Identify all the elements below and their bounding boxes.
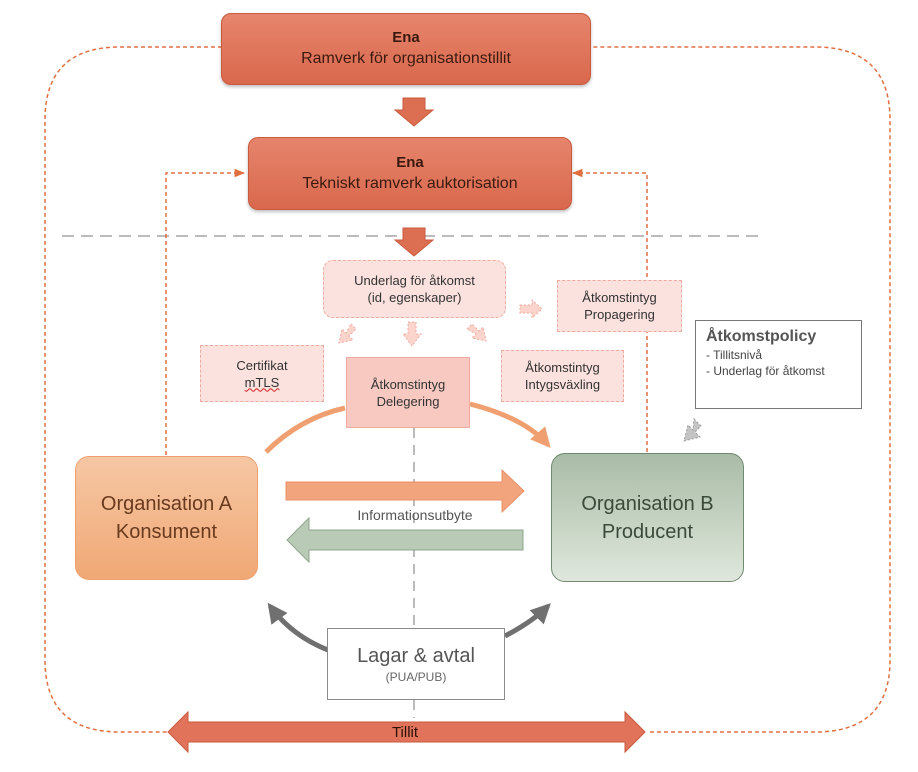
organisation-b-name: Organisation B — [581, 492, 714, 515]
info-arrow-right — [285, 468, 525, 514]
laws-agreements-box: Lagar & avtal (PUA/PUB) — [327, 628, 505, 700]
lower-arc-left — [267, 602, 329, 653]
tech-framework-subtitle: Tekniskt ramverk auktorisation — [302, 174, 518, 192]
organisation-b-box: Organisation B Producent — [551, 453, 744, 582]
certificate-box: Certifikat mTLS — [200, 345, 324, 402]
trust-framework-box: Ena Ramverk för organisationstillit — [221, 13, 591, 85]
tillit-arrow — [167, 710, 646, 754]
certificate-line1: Certifikat — [236, 357, 288, 373]
arrow-to-delegering — [402, 321, 422, 347]
delegation-box: Åtkomstintyg Delegering — [346, 357, 470, 428]
upper-arc — [264, 405, 346, 454]
access-policy-item: - Tillitsnivå — [706, 348, 763, 362]
down-arrow-top — [393, 97, 435, 127]
propagation-line2: Propagering — [584, 307, 655, 322]
information-exchange-label: Informationsutbyte — [357, 507, 473, 523]
access-basis-line1: Underlag för åtkomst — [354, 273, 475, 288]
policy-arrow — [683, 417, 702, 442]
laws-agreements-subtitle: (PUA/PUB) — [385, 670, 447, 684]
token-exchange-box: Åtkomstintyg Intygsväxling — [501, 350, 624, 402]
token-exchange-line1: Åtkomstintyg — [525, 360, 600, 375]
down-arrow-separator — [393, 227, 435, 257]
feedback-connector-right — [571, 168, 648, 452]
upper-arc-right — [469, 401, 551, 449]
propagation-line1: Åtkomstintyg — [582, 290, 657, 305]
organisation-a-name: Organisation A — [100, 493, 233, 515]
access-policy-title: Åtkomstpolicy — [706, 328, 817, 345]
access-basis-line2: (id, egenskaper) — [367, 290, 462, 305]
feedback-connector-left — [165, 168, 246, 455]
organisation-b-role: Producent — [601, 520, 694, 543]
delegation-line1: Åtkomstintyg — [370, 376, 446, 392]
organisation-a-role: Konsument — [115, 521, 218, 543]
token-exchange-line2: Intygsväxling — [524, 377, 601, 392]
propagation-box: Åtkomstintyg Propagering — [557, 280, 682, 332]
tech-framework-box: Ena Tekniskt ramverk auktorisation — [248, 137, 572, 210]
tech-framework-title: Ena — [396, 153, 424, 171]
delegation-line2: Delegering — [376, 393, 440, 409]
trust-framework-subtitle: Ramverk för organisationstillit — [301, 50, 511, 67]
organisation-a-box: Organisation A Konsument — [75, 456, 258, 580]
access-policy-box: Åtkomstpolicy - Tillitsnivå - Underlag f… — [695, 320, 862, 409]
outer-trust-loop — [44, 46, 891, 733]
access-policy-item: - Underlag för åtkomst — [706, 364, 825, 378]
arrow-to-certifikat — [338, 323, 357, 344]
certificate-line2: mTLS — [244, 374, 280, 390]
info-arrow-left — [286, 516, 524, 564]
lower-arc-right — [503, 603, 551, 639]
access-basis-box: Underlag för åtkomst (id, egenskaper) — [323, 260, 506, 318]
arrow-to-intygsvaxling — [466, 323, 487, 342]
trust-label: Tillit — [391, 723, 419, 741]
arrow-to-propagering — [519, 298, 543, 320]
trust-framework-title: Ena — [392, 29, 420, 46]
laws-agreements-title: Lagar & avtal — [357, 645, 475, 667]
